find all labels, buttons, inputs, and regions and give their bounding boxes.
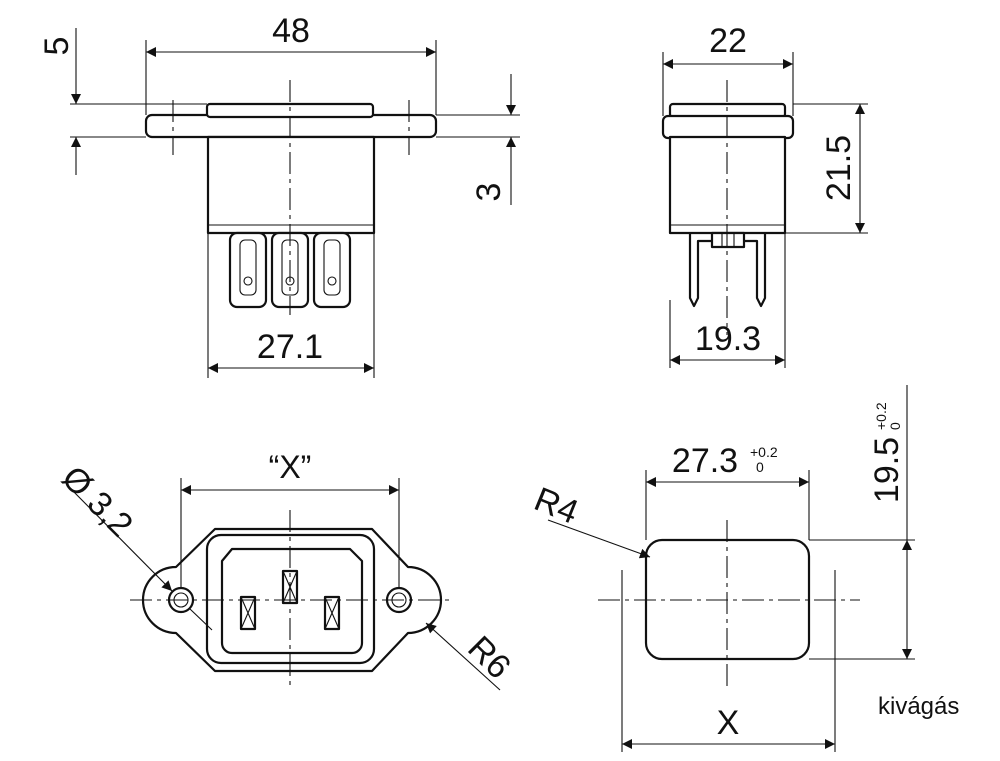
- dim-19-5: 19.5: [868, 437, 906, 503]
- side-view: 22 21.5 19.3: [661, 22, 868, 368]
- front-flange: [144, 113, 438, 139]
- cutout-caption: kivágás: [878, 693, 959, 720]
- dim-hole-diameter: Ø 3,2: [54, 459, 140, 545]
- dim-r4: R4: [529, 480, 584, 532]
- front-view: 48 5 3 27.1: [38, 12, 520, 378]
- dim-19-3: 19.3: [695, 320, 761, 358]
- dim-x: X: [717, 704, 740, 742]
- dim-19-5-tol-upper: +0.2: [873, 402, 889, 430]
- dim-48: 48: [272, 12, 310, 50]
- face-view: “X” Ø 3,2 R6: [54, 449, 518, 691]
- dim-22: 22: [709, 22, 747, 60]
- dim-21-5: 21.5: [820, 135, 858, 201]
- dim-27-3: 27.3: [672, 442, 738, 480]
- front-body: [206, 135, 376, 235]
- dim-x-quoted: “X”: [269, 449, 312, 485]
- face-socket: [220, 547, 364, 655]
- cutout-view: 27.3 +0.2 0 19.5 +0.2 0 R4 X kivágás: [529, 385, 959, 752]
- dim-27-3-tol-lower: 0: [756, 459, 764, 475]
- side-pins: [688, 231, 767, 308]
- dim-3: 3: [470, 183, 508, 202]
- side-flange: [661, 114, 795, 140]
- dim-19-5-tol-lower: 0: [887, 422, 903, 430]
- dim-5: 5: [38, 37, 76, 56]
- dim-27-1: 27.1: [257, 328, 323, 366]
- dim-27-3-tol-upper: +0.2: [750, 444, 778, 460]
- dim-r6: R6: [460, 629, 518, 687]
